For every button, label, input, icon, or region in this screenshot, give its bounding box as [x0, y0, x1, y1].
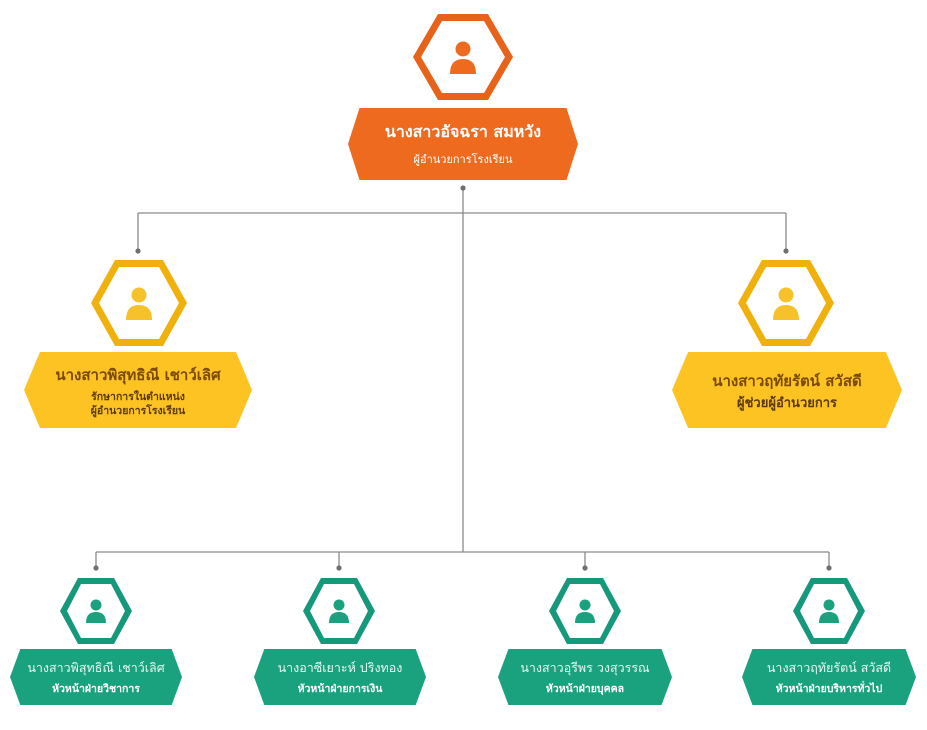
assistant-right-banner: นางสาวฤทัยรัตน์ สวัสดี ผู้ช่วยผู้อำนวยกา…	[672, 352, 902, 428]
dept-1-role: หัวหน้าฝ่ายวิชาการ	[52, 682, 140, 695]
dept-4-role: หัวหน้าฝ่ายบริหารทั่วไป	[775, 682, 883, 695]
connector-dot	[582, 565, 588, 571]
dept-1-banner: นางสาวพิสุทธิณี เชาว์เลิศ หัวหน้าฝ่ายวิช…	[10, 649, 182, 705]
person-icon	[450, 41, 476, 74]
person-icon	[126, 287, 152, 320]
assistant-left-banner: นางสาวพิสุทธิณี เชาว์เลิศ รักษาการในตำแห…	[24, 352, 252, 428]
connector-dot	[460, 185, 466, 191]
dept-2-name: นางอาซีเยาะห์ ปริงทอง	[277, 659, 403, 675]
dept-1-name: นางสาวพิสุทธิณี เชาว์เลิศ	[27, 659, 165, 675]
dept-3-avatar-hexagon	[549, 578, 621, 644]
director-avatar-hexagon	[413, 14, 513, 100]
assistant-right-role: ผู้ช่วยผู้อำนวยการ	[736, 396, 838, 411]
assistant-left-role-line2: ผู้อำนวยการโรงเรียน	[90, 404, 186, 417]
director-role: ผู้อำนวยการโรงเรียน	[413, 153, 513, 166]
assistant-right-avatar-hexagon	[738, 260, 834, 346]
assistant-right-name: นางสาวฤทัยรัตน์ สวัสดี	[712, 372, 862, 390]
director-name: นางสาวอัจฉรา สมหวัง	[384, 122, 542, 141]
assistant-left-avatar-hexagon	[91, 260, 187, 346]
dept-4-name: นางสาวฤทัยรัตน์ สวัสดี	[766, 659, 892, 675]
person-icon	[773, 287, 799, 320]
dept-4-banner: นางสาวฤทัยรัตน์ สวัสดี หัวหน้าฝ่ายบริหาร…	[742, 649, 916, 705]
connector-dot	[93, 565, 99, 571]
dept-3-banner: นางสาวอุรีพร วงสุวรรณ หัวหน้าฝ่ายบุคคล	[498, 649, 672, 705]
connector-dot	[783, 248, 789, 254]
dept-3-name: นางสาวอุรีพร วงสุวรรณ	[520, 659, 650, 675]
dept-1-avatar-hexagon	[60, 578, 132, 644]
director-banner: นางสาวอัจฉรา สมหวัง ผู้อำนวยการโรงเรียน	[348, 108, 578, 180]
person-icon	[329, 599, 349, 623]
dept-2-role: หัวหน้าฝ่ายการเงิน	[297, 682, 383, 695]
assistant-left-role-line1: รักษาการในตำแหน่ง	[91, 390, 185, 403]
person-icon	[819, 599, 839, 623]
person-icon	[86, 599, 106, 623]
connector-dot	[826, 565, 832, 571]
connector-dot	[135, 248, 141, 254]
dept-2-avatar-hexagon	[303, 578, 375, 644]
person-icon	[575, 599, 595, 623]
dept-2-banner: นางอาซีเยาะห์ ปริงทอง หัวหน้าฝ่ายการเงิน	[254, 649, 426, 705]
connector-dot	[336, 565, 342, 571]
dept-4-avatar-hexagon	[793, 578, 865, 644]
dept-3-role: หัวหน้าฝ่ายบุคคล	[545, 682, 625, 695]
assistant-left-name: นางสาวพิสุทธิณี เชาว์เลิศ	[55, 365, 221, 384]
